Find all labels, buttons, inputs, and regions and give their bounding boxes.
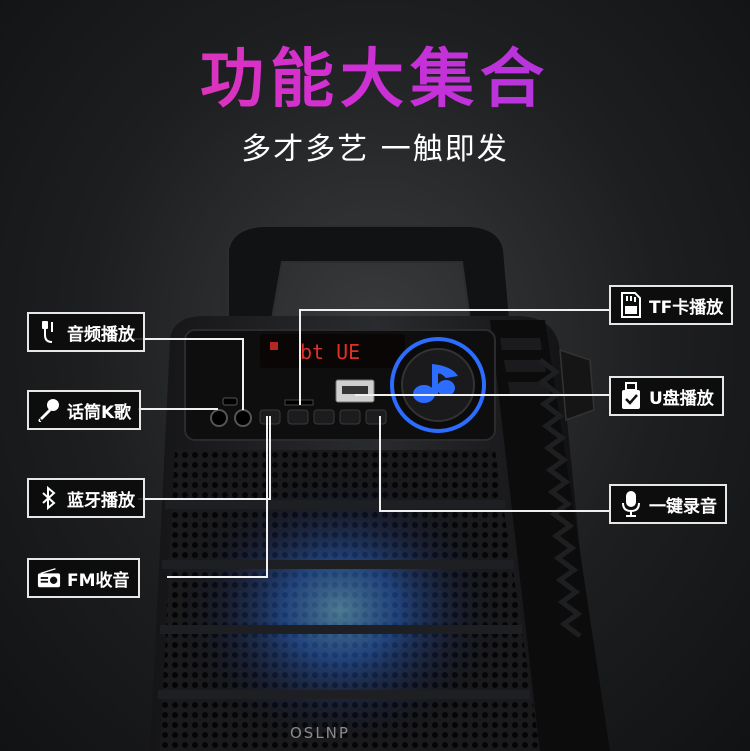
connector-fm-v [266,416,268,578]
connector-tf-v [299,309,301,405]
label-tf-card-play-text: TF卡播放 [649,297,724,318]
aux-jack [210,409,228,427]
microphone-icon [37,398,61,422]
micro-usb [222,397,238,406]
label-mic-karaoke-text: 话筒K歌 [67,402,132,423]
label-usb-play-text: U盘播放 [649,388,714,409]
control-buttons [259,409,387,425]
label-fm-radio-text: FM收音 [67,570,130,591]
label-tf-card-play: TF卡播放 [609,285,734,325]
connector-mic [138,408,218,410]
carry-handle [227,225,512,331]
aux-cable-icon [37,320,61,344]
connector-tf [300,309,610,311]
page-title: 功能大集合 [0,28,750,120]
display-readout: bt UE [300,340,360,364]
led-display [260,334,405,368]
antenna [218,252,225,312]
label-mic-karaoke: 话筒K歌 [27,390,142,430]
connector-audio [133,338,243,340]
label-audio-play: 音频播放 [27,312,145,352]
label-fm-radio: FM收音 [27,558,140,598]
label-one-key-record: 一键录音 [609,484,727,524]
label-bluetooth-play-text: 蓝牙播放 [67,490,135,511]
page-subtitle: 多才多艺 一触即发 [241,132,509,167]
side-panel [490,320,610,751]
label-bluetooth-play: 蓝牙播放 [27,478,145,518]
sd-card-icon [619,292,643,318]
connector-record-v [379,416,381,512]
usb-drive-icon [619,382,643,409]
label-audio-play-text: 音频播放 [67,324,135,345]
grille-bars [158,500,530,699]
connector-bt [138,498,270,500]
bluetooth-icon [37,486,61,510]
label-one-key-record-text: 一键录音 [649,496,717,517]
brand-logo: OSLNP [290,724,350,742]
connector-usb [355,394,610,396]
strap-clip [559,348,595,422]
connector-fm [167,576,267,578]
connector-record [380,510,610,512]
radio-icon [37,566,61,590]
connector-audio-v [242,338,244,410]
recording-mic-icon [619,491,643,517]
zigzag-edge [537,358,583,638]
label-usb-play: U盘播放 [609,376,724,416]
connector-bt-v [269,416,271,500]
mic-jack [234,409,252,427]
side-ribs [500,338,550,394]
